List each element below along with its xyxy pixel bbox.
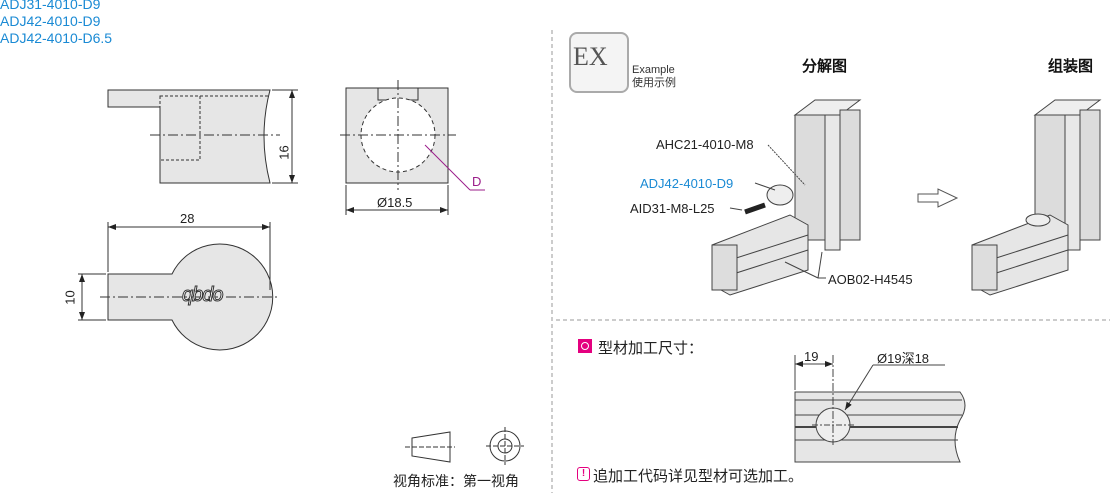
offset-dimension: 19 (804, 349, 819, 364)
top-view (78, 222, 280, 351)
callout-connector: AHC21-4010-M8 (656, 137, 754, 152)
side-view (107, 89, 298, 184)
part-code: ADJ42-4010-D9 (0, 13, 101, 29)
machining-title: 型材加工尺寸： (598, 340, 704, 357)
warning-icon: ! (577, 467, 590, 481)
part-code: ADJ31-4010-D9 (0, 0, 101, 12)
example-label-cn: 使用示例 (632, 77, 676, 89)
width-dimension: 10 (62, 290, 78, 305)
callout-part: ADJ42-4010-D9 (640, 176, 734, 191)
machining-drawing (794, 355, 966, 463)
length-dimension: 28 (180, 211, 195, 226)
view-standard-label: 视角标准：第一视角 (393, 473, 519, 489)
circle-marker-icon (578, 339, 592, 353)
example-label-en: Example (632, 64, 675, 76)
arrow-right-icon (917, 188, 959, 208)
callout-profile: AOB02-H4545 (828, 272, 913, 287)
callout-bolt: AID31-M8-L25 (630, 201, 715, 216)
example-badge-text: EX (573, 42, 608, 71)
hole-dimension: Ø19深18 (877, 351, 930, 366)
assembled-title: 组装图 (1048, 58, 1094, 75)
exploded-view-illustration (711, 99, 862, 296)
height-dimension: 16 (276, 145, 292, 160)
example-badge-icon (569, 32, 629, 93)
machining-note: 追加工代码详见型材可选加工。 (593, 468, 804, 485)
assembled-view-illustration (971, 99, 1102, 296)
example-label: Example 使用示例 (632, 64, 676, 90)
part-code: ADJ42-4010-D6.5 (0, 30, 113, 46)
logo: qbdo (182, 284, 224, 307)
diameter-dimension: Ø18.5 (377, 195, 413, 210)
d-label: D (472, 174, 482, 189)
exploded-title: 分解图 (802, 58, 848, 75)
front-view (340, 80, 485, 215)
part-code-list: ADJ31-4010-D9 ADJ42-4010-D9 ADJ42-4010-D… (0, 0, 112, 47)
first-angle-projection-icon (405, 427, 524, 465)
